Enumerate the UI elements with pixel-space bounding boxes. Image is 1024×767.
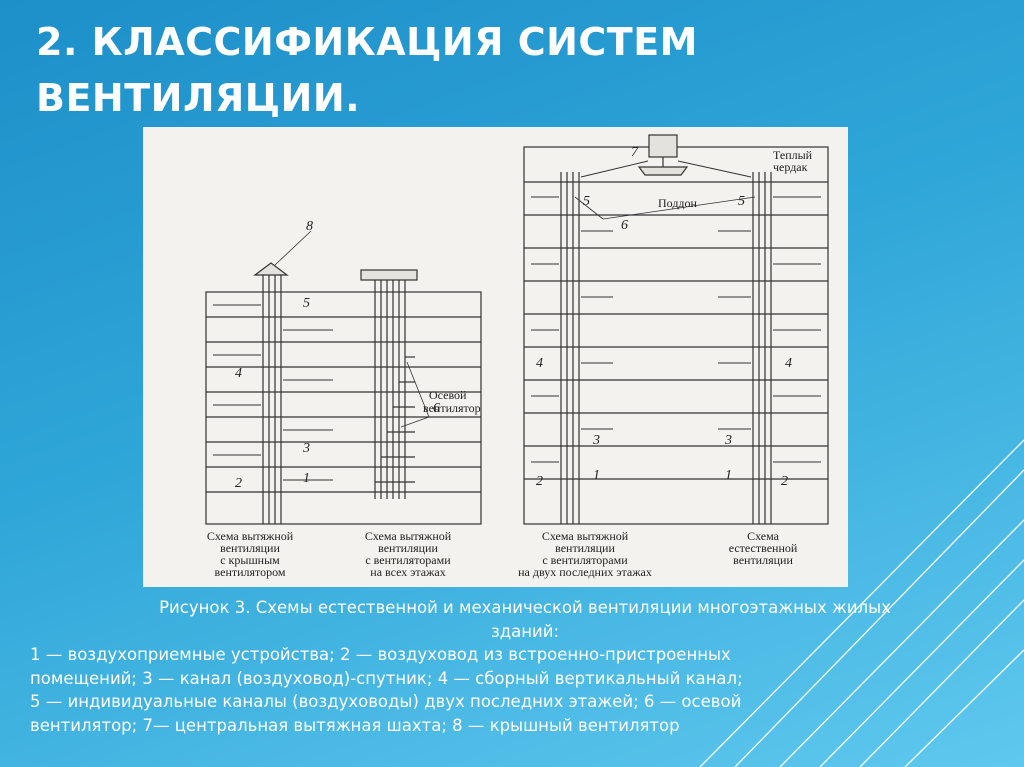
- scheme3-ducts: [560, 172, 580, 524]
- label-tray: Поддон: [658, 196, 698, 210]
- scheme1-ducts: [253, 262, 289, 524]
- svg-text:естественной: естественной: [729, 541, 798, 555]
- callout-7: 7: [631, 145, 639, 160]
- airflow-arrows: [213, 160, 821, 481]
- svg-text:Схема: Схема: [747, 529, 780, 543]
- scheme4-caption: Схема естественной вентиляции: [729, 529, 798, 567]
- callout-8: 8: [306, 219, 313, 234]
- callout-3-left: 3: [302, 441, 310, 456]
- central-shaft: [637, 134, 689, 176]
- scheme3-caption: Схема вытяжной вентиляции с вентиляторам…: [518, 529, 652, 579]
- svg-text:на двух последних этажах: на двух последних этажах: [518, 565, 652, 579]
- floor-lines-right: [524, 181, 828, 480]
- callout-5-r1: 5: [583, 194, 590, 209]
- callout-1-r2: 1: [725, 468, 732, 483]
- callout-5-left: 5: [303, 296, 310, 311]
- leader-lines: [274, 196, 756, 428]
- callout-3-r2: 3: [724, 433, 732, 448]
- svg-text:с вентиляторами: с вентиляторами: [542, 553, 628, 567]
- callout-2-left: 2: [235, 476, 242, 491]
- caption-title-line2: зданий:: [490, 621, 560, 641]
- callout-6-middle: 6: [433, 401, 440, 416]
- svg-text:вентилятором: вентилятором: [215, 565, 286, 579]
- callout-3-r1: 3: [592, 433, 600, 448]
- svg-text:с крышным: с крышным: [220, 553, 280, 567]
- legend-line: вентилятор; 7— центральная вытяжная шахт…: [30, 715, 680, 735]
- floor-lines-left: [206, 316, 481, 493]
- callout-2-r2: 2: [781, 474, 788, 489]
- svg-text:Схема вытяжной: Схема вытяжной: [365, 529, 452, 543]
- callout-2-r1: 2: [536, 474, 543, 489]
- svg-text:вентиляции: вентиляции: [733, 553, 793, 567]
- scheme4-ducts: [752, 172, 772, 524]
- legend-line: 5 — индивидуальные каналы (воздуховоды) …: [30, 692, 742, 712]
- label-attic-line1: Теплый: [773, 148, 813, 162]
- callout-4-r1: 4: [536, 356, 543, 371]
- callout-4-r2: 4: [785, 356, 792, 371]
- label-attic-line2: чердак: [773, 160, 808, 174]
- svg-text:вентиляции: вентиляции: [378, 541, 438, 555]
- legend-line: помещений; 3 — канал (воздуховод)-спутни…: [30, 668, 743, 688]
- callout-4-left: 4: [235, 366, 242, 381]
- callout-6-r1: 6: [621, 218, 628, 233]
- svg-text:на всех этажах: на всех этажах: [370, 565, 445, 579]
- slide-title-line1: 2. КЛАССИФИКАЦИЯ СИСТЕМ: [36, 20, 698, 64]
- scheme1-caption: Схема вытяжной вентиляции с крышным вент…: [207, 529, 294, 579]
- building-left: [205, 291, 482, 525]
- callout-5-r2: 5: [738, 194, 745, 209]
- legend-line: 1 — воздухоприемные устройства; 2 — возд…: [30, 645, 731, 665]
- slide-title-line2: ВЕНТИЛЯЦИИ.: [36, 76, 361, 120]
- figure-caption: Рисунок 3. Схемы естественной и механиче…: [30, 596, 1020, 738]
- svg-text:вентиляции: вентиляции: [220, 541, 280, 555]
- svg-text:вентиляции: вентиляции: [555, 541, 615, 555]
- callout-1-left: 1: [303, 471, 310, 486]
- svg-text:Схема вытяжной: Схема вытяжной: [542, 529, 629, 543]
- callout-1-r1: 1: [593, 468, 600, 483]
- label-axial-line2: вентилятор: [423, 401, 481, 415]
- caption-title-line1: Рисунок 3. Схемы естественной и механиче…: [159, 598, 891, 617]
- label-axial-line1: Осевой: [429, 388, 467, 402]
- diagram-canvas: 8 5 4 3 1 2 6 7 5 6 5 4 4 3 3 1 1 2 2 Те…: [205, 134, 829, 579]
- svg-text:с вентиляторами: с вентиляторами: [365, 553, 451, 567]
- ventilation-diagram: 8 5 4 3 1 2 6 7 5 6 5 4 4 3 3 1 1 2 2 Те…: [143, 127, 848, 587]
- slide-title: 2. КЛАССИФИКАЦИЯ СИСТЕМ ВЕНТИЛЯЦИИ.: [36, 14, 796, 126]
- scheme2-caption: Схема вытяжной вентиляции с вентиляторам…: [365, 529, 452, 579]
- scheme2-ducts: [360, 269, 418, 499]
- svg-text:Схема вытяжной: Схема вытяжной: [207, 529, 294, 543]
